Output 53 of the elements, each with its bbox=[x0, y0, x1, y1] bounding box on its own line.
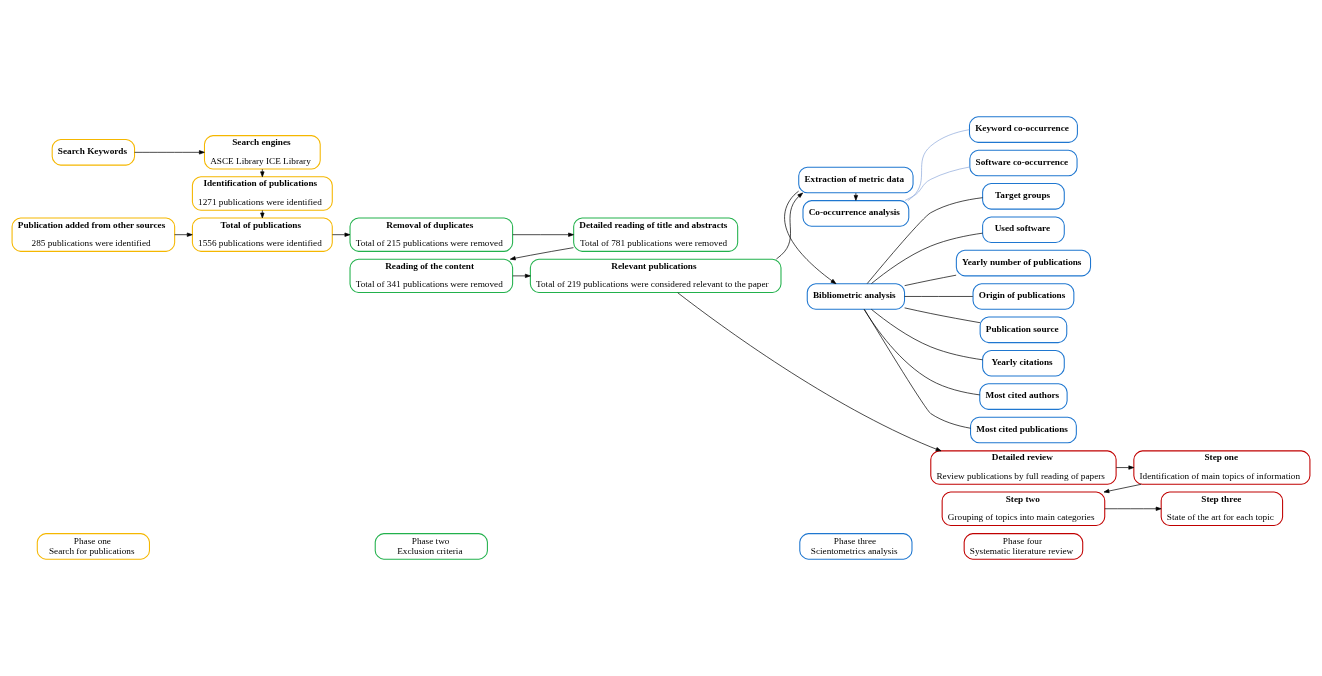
node-box: Search engines ASCE Library ICE Library bbox=[203, 135, 321, 170]
node-box: Co-occurrence analysis bbox=[802, 200, 910, 227]
node-box: Phase three Scientometrics analysis bbox=[799, 533, 913, 560]
node-box: Removal of duplicates Total of 215 publications were removed bbox=[349, 217, 514, 252]
connector bbox=[871, 232, 983, 284]
arrow bbox=[853, 192, 858, 201]
connector bbox=[904, 307, 981, 324]
node-box: Detailed review Review publications by full reading of papers bbox=[930, 450, 1117, 485]
connector bbox=[864, 309, 971, 429]
arrow bbox=[174, 232, 193, 237]
node-box: Most cited authors bbox=[979, 383, 1068, 410]
connector bbox=[863, 309, 981, 396]
node-box: Detailed reading of title and abstracts Total of 781 publications were removed bbox=[573, 217, 739, 252]
arrow bbox=[332, 232, 351, 237]
node-box: Target groups bbox=[982, 183, 1065, 210]
connector bbox=[904, 296, 974, 297]
arrow bbox=[260, 168, 265, 178]
node-box: Search Keywords bbox=[51, 139, 136, 166]
arrow bbox=[509, 247, 574, 261]
arrow bbox=[1104, 506, 1162, 511]
node-box: Software co-occurrence bbox=[969, 149, 1078, 177]
arrow bbox=[512, 232, 574, 237]
node-box: Total of publications 1556 publications were identified bbox=[191, 217, 333, 252]
node-box: Most cited publications bbox=[970, 416, 1077, 444]
connector bbox=[904, 166, 971, 201]
connector bbox=[866, 197, 983, 284]
arrow bbox=[260, 209, 265, 219]
node-box: Relevant publications Total of 219 publications were considered relevant to the paper bbox=[529, 258, 782, 294]
arrow bbox=[677, 292, 942, 452]
arrow bbox=[1103, 483, 1142, 494]
node-box: Step two Grouping of topics into main categories bbox=[941, 491, 1106, 526]
arrow bbox=[784, 190, 837, 285]
node-box: Origin of publications bbox=[972, 283, 1075, 310]
node-box: Yearly number of publications bbox=[955, 249, 1092, 277]
arrow bbox=[776, 192, 804, 260]
arrow bbox=[134, 150, 205, 155]
arrow bbox=[512, 273, 531, 278]
node-box: Publication added from other sources 285 publications were identified bbox=[11, 217, 176, 252]
node-box: Publication source bbox=[979, 316, 1068, 344]
connector bbox=[907, 129, 970, 201]
node-box: Phase one Search for publications bbox=[36, 533, 150, 560]
node-box: Identification of publications 1271 publications were identified bbox=[191, 176, 333, 211]
connector bbox=[871, 309, 983, 361]
node-box: Bibliometric analysis bbox=[806, 283, 906, 310]
node-box: Phase four Systematic literature review bbox=[963, 533, 1084, 560]
node-box: Step one Identification of main topics of information bbox=[1133, 450, 1311, 485]
node-box: Used software bbox=[982, 216, 1065, 244]
node-box: Keyword co-occurrence bbox=[968, 116, 1078, 143]
arrow bbox=[1115, 465, 1135, 470]
connector bbox=[904, 274, 957, 286]
node-box: Phase two Exclusion criteria bbox=[374, 533, 488, 560]
node-box: Step three State of the art for each topic bbox=[1160, 491, 1284, 526]
node-box: Yearly citations bbox=[982, 349, 1065, 377]
